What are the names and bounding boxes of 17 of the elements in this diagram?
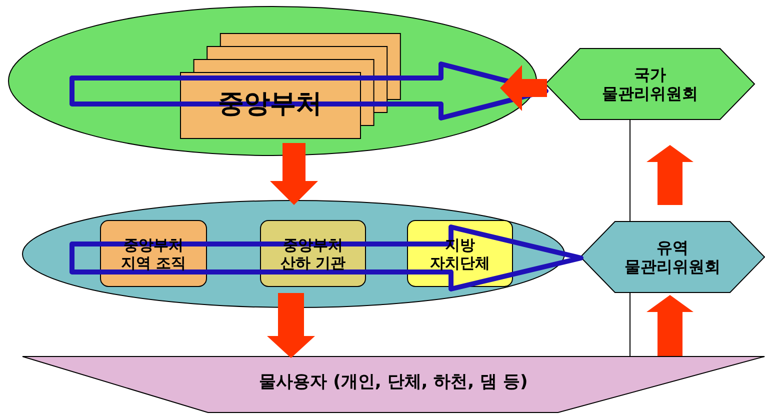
block-arrow <box>646 295 694 356</box>
block-arrow <box>500 65 547 111</box>
node-label: 유역 물관리위원회 <box>624 238 722 276</box>
trapezoid-band <box>22 356 765 413</box>
hexagon-box <box>580 221 765 293</box>
ellipse-shape <box>22 200 565 308</box>
block-arrow <box>267 293 315 358</box>
block-arrow <box>270 143 318 205</box>
node-label: 물사용자 (개인, 단체, 하천, 댐 등) <box>259 372 528 393</box>
node-label: 지방 자치단체 <box>429 236 491 272</box>
block-arrow <box>646 145 694 205</box>
hexagon-box <box>545 48 755 120</box>
document-stack <box>180 33 400 138</box>
node-label: 국가 물관리위원회 <box>601 64 699 104</box>
ellipse-shape <box>8 6 537 156</box>
block-arrow <box>70 224 584 292</box>
block-arrow <box>70 62 548 120</box>
